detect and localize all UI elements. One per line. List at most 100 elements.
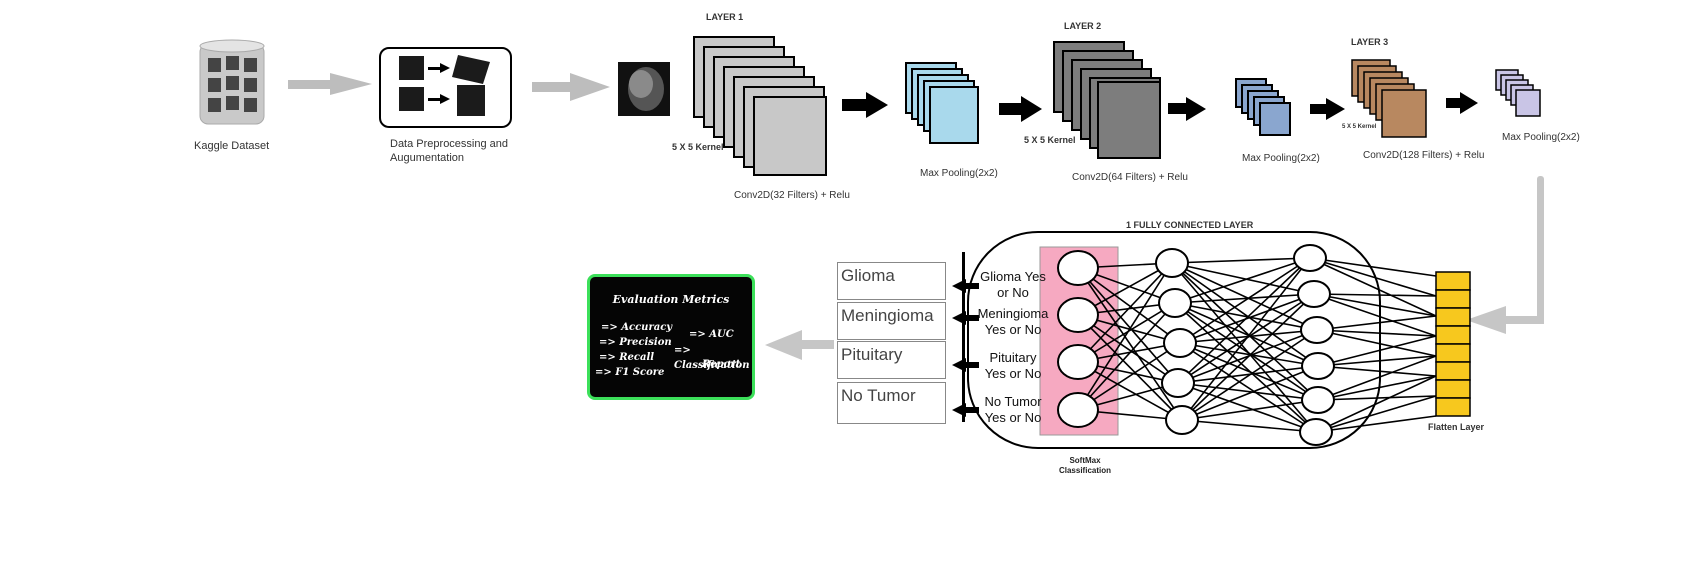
network-edge: [1315, 395, 1437, 433]
layer-1-title: LAYER 1: [706, 12, 744, 22]
network-edge: [1077, 267, 1179, 384]
network-edge: [1174, 302, 1319, 367]
pool-3-stack: [1495, 69, 1541, 117]
network-node: [1293, 244, 1327, 272]
layer-2-conv-label: Conv2D(64 Filters) + Relu: [1072, 172, 1188, 183]
network-edge: [1181, 329, 1318, 421]
network-edge: [1174, 302, 1318, 331]
softmax-label-2: Classification: [1058, 466, 1111, 475]
network-node: [1299, 418, 1333, 446]
network-node: [1161, 368, 1195, 398]
class-no-tumor: No Tumor: [837, 382, 946, 424]
conv-arrow-1: [842, 92, 888, 118]
network-edge: [1316, 329, 1437, 337]
network-edge: [1171, 262, 1315, 295]
network-edge: [1317, 365, 1437, 377]
network-edge: [1317, 335, 1437, 367]
network-edge: [1181, 419, 1317, 433]
network-edge: [1181, 365, 1319, 421]
network-edge: [1077, 342, 1181, 411]
network-edge: [1077, 267, 1181, 344]
network-edge: [1317, 375, 1437, 401]
pool-3-label: Max Pooling(2x2): [1502, 132, 1580, 143]
metric-report: Report: [702, 359, 741, 370]
network-node: [1057, 392, 1099, 428]
metric-precision: => Precision: [599, 337, 672, 348]
metrics-title: Evaluation Metrics: [612, 293, 730, 306]
network-edge: [1317, 355, 1437, 367]
dataset-icon: [199, 39, 265, 125]
layer-3-title: LAYER 3: [1351, 37, 1389, 47]
class-glioma: Glioma: [837, 262, 946, 300]
dataset-label: Kaggle Dataset: [194, 140, 270, 152]
network-edge: [1316, 329, 1437, 357]
network-node: [1300, 316, 1334, 344]
layer-2-title: LAYER 2: [1064, 21, 1102, 31]
network-node: [1057, 250, 1099, 286]
conv-layer-1-stack: [693, 36, 827, 176]
network-edge: [1077, 314, 1183, 421]
network-edge: [1171, 262, 1319, 367]
network-edge: [1174, 302, 1319, 401]
network-node: [1057, 297, 1099, 333]
network-edge: [1177, 257, 1311, 384]
network-edge: [1309, 257, 1437, 297]
network-edge: [1174, 293, 1315, 304]
network-edge: [1077, 267, 1183, 421]
network-edge: [1179, 342, 1319, 401]
class-pituitary: Pituitary: [837, 341, 946, 379]
network-node: [1158, 288, 1192, 318]
network-node: [1165, 405, 1199, 435]
mri-input-image: [618, 62, 670, 116]
network-edge: [1317, 355, 1437, 401]
network-edge: [1179, 342, 1317, 433]
network-edge: [1174, 257, 1311, 304]
conv-arrow-2: [999, 96, 1042, 122]
network-edge: [1077, 314, 1179, 384]
network-edge: [1309, 257, 1437, 277]
metric-f1: => F1 Score: [595, 367, 665, 378]
network-edge: [1313, 293, 1437, 297]
conv-arrow-4: [1310, 98, 1345, 120]
network-edge: [1171, 262, 1319, 401]
network-edge: [1177, 365, 1319, 384]
flatten-connector-arrow: [1466, 176, 1544, 334]
fully-connected-title: 1 FULLY CONNECTED LAYER: [1126, 220, 1254, 230]
network-edge: [1181, 399, 1319, 421]
network-node: [1301, 386, 1335, 414]
preprocessing-label-2: Augumentation: [390, 152, 464, 164]
network-edge: [1315, 375, 1437, 433]
network-edge: [1077, 262, 1173, 411]
pool-1-stack: [905, 62, 979, 144]
network-node: [1297, 280, 1331, 308]
class-meningioma: Meningioma: [837, 302, 946, 340]
layer-3-kernel: 5 X 5 Kernel: [1342, 124, 1377, 130]
output-arrows: [952, 252, 979, 422]
network-edge: [1309, 257, 1437, 317]
metric-recall: => Recall: [599, 352, 655, 363]
flow-arrow-1: [288, 73, 372, 95]
network-edge: [1181, 257, 1311, 421]
layer-1-kernel: 5 X 5 Kernel: [672, 142, 724, 152]
metrics-arrow: [765, 330, 834, 360]
pool-1-label: Max Pooling(2x2): [920, 168, 998, 179]
conv-arrow-5: [1446, 92, 1478, 114]
network-edge: [1174, 302, 1317, 433]
layer-2-kernel: 5 X 5 Kernel: [1024, 135, 1076, 145]
network-nodes: [1057, 244, 1335, 446]
flow-arrow-2: [532, 73, 610, 101]
preprocessing-label: Data Preprocessing and: [390, 138, 509, 150]
network-edge: [1179, 342, 1319, 367]
network-edge: [1177, 382, 1317, 433]
flatten-layer-label: Flatten Layer: [1428, 422, 1485, 432]
network-node: [1057, 344, 1099, 380]
network-edge: [1315, 415, 1437, 433]
layer-3-conv-label: Conv2D(128 Filters) + Relu: [1363, 150, 1485, 161]
network-edge: [1177, 382, 1319, 401]
conv-layer-3-stack: [1351, 59, 1427, 138]
